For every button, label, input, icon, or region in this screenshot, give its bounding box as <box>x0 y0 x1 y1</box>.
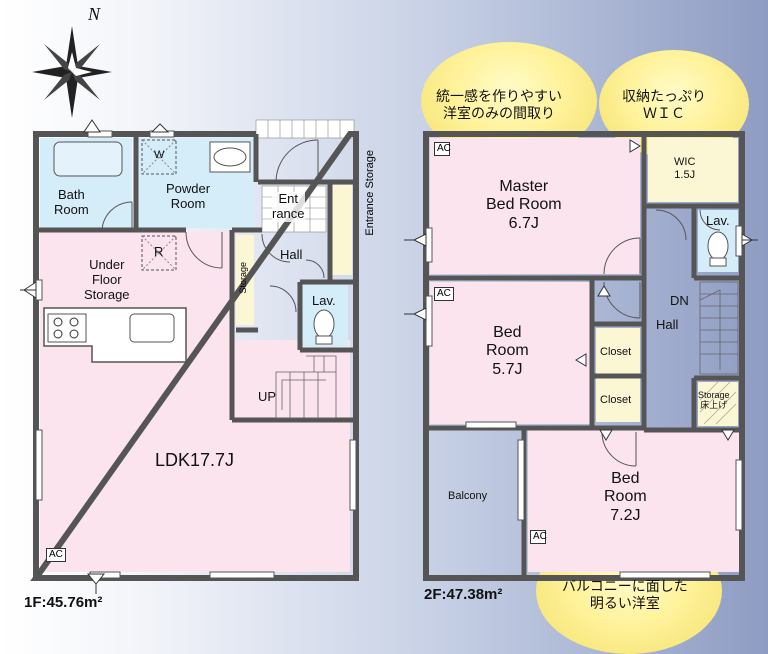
compass-north-label: N <box>88 4 101 24</box>
dn-label: DN <box>670 293 689 308</box>
under-floor-storage-label: Under Floor Storage <box>84 257 130 302</box>
ldk-label: LDK17.7J <box>155 450 235 470</box>
bath-room-label: Bath Room <box>54 187 89 217</box>
fridge-mark: R <box>154 244 164 259</box>
floor1-area-label: 1F:45.76m² <box>24 594 103 611</box>
balcony-label: Balcony <box>448 490 488 502</box>
callout-wic-text: 収納たっぷり ＷＩＣ <box>622 88 706 121</box>
closet-1-label: Closet <box>600 346 632 358</box>
washer-mark: W <box>154 149 165 161</box>
ac-master-mark: AC <box>434 142 451 156</box>
storage-2f-label: Storage 床上げ <box>698 390 730 411</box>
entrance-storage-label: Entrance Storage <box>364 150 376 236</box>
lav-1f-label: Lav. <box>312 293 336 308</box>
up-label: UP <box>258 389 277 404</box>
hall-1f-label: Hall <box>280 247 303 262</box>
floor2-area-label: 2F:47.38m² <box>424 586 503 603</box>
lav-2f-label: Lav. <box>706 213 730 228</box>
ac-1f-mark: AC <box>46 548 66 562</box>
callout-layout-text: 統一感を作りやすい 洋室のみの間取り <box>436 88 562 121</box>
storage-1f-label: Storage <box>238 262 248 294</box>
ac-bed2-mark: AC <box>530 530 547 544</box>
bedroom-57-label: Bed Room 5.7J <box>486 324 529 378</box>
closet-2-label: Closet <box>600 394 632 406</box>
powder-room-label: Powder Room <box>166 181 211 211</box>
compass-star-icon <box>32 26 112 118</box>
entrance-label: Ent rance <box>272 191 305 222</box>
ac-bed1-mark: AC <box>434 287 454 301</box>
master-bedroom-label: Master Bed Room 6.7J <box>486 178 562 232</box>
wic-label: WIC 1.5J <box>674 156 696 181</box>
hall-2f-label: Hall <box>656 317 679 332</box>
bedroom-72-label: Bed Room 7.2J <box>604 470 647 524</box>
floor2-plan <box>404 131 758 581</box>
callout-balcony-text: バルコニーに面した 明るい洋室 <box>562 578 688 611</box>
